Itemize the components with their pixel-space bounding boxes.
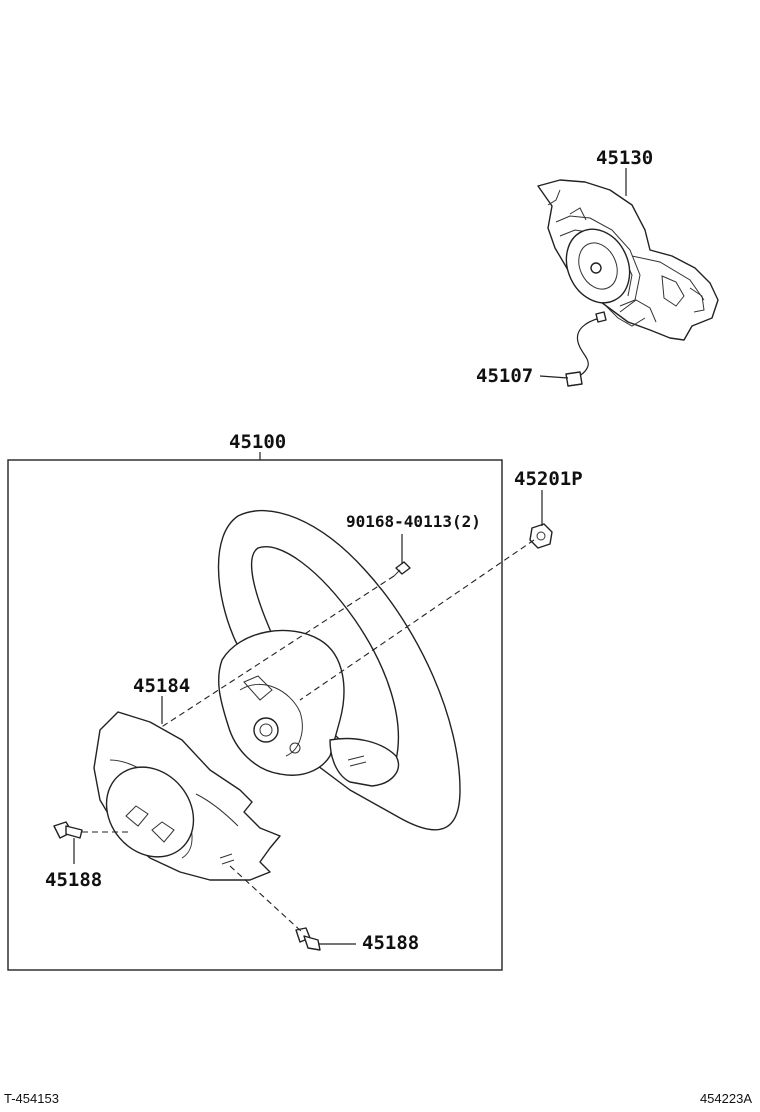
spiral-cable-45130 <box>537 179 719 341</box>
screw-45188-bottom <box>295 927 321 951</box>
dash-nut-to-hub <box>299 539 535 701</box>
assembly-frame <box>7 459 503 971</box>
label-45188-bottom: 45188 <box>362 932 419 954</box>
screw-45188-left <box>53 821 83 839</box>
diagram-id-right: 454223A <box>699 1091 752 1106</box>
label-45100: 45100 <box>229 431 286 453</box>
label-45184: 45184 <box>133 675 190 697</box>
label-45188-left: 45188 <box>45 869 102 891</box>
leader-45107 <box>539 375 569 379</box>
dash-bolt-to-hub <box>159 575 395 729</box>
label-45107: 45107 <box>476 365 533 387</box>
diagram-id-left: T-454153 <box>4 1091 59 1106</box>
bolt-90168-40113 <box>393 561 411 577</box>
label-45201p: 45201P <box>514 468 583 490</box>
steering-wheel-45100 <box>217 509 461 831</box>
nut-45201p <box>529 523 553 549</box>
horn-wire-45107 <box>565 311 607 387</box>
label-90168-40113: 90168-40113(2) <box>346 512 481 531</box>
dash-bottom-screw <box>229 865 303 933</box>
lower-cover-45184 <box>93 711 281 881</box>
label-45130: 45130 <box>596 147 653 169</box>
